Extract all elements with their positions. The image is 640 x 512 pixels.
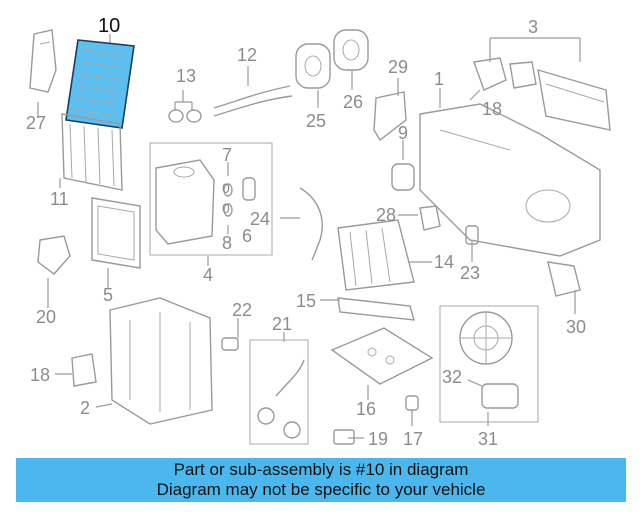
callout-28: 28 xyxy=(376,205,397,225)
info-banner: Part or sub-assembly is #10 in diagram D… xyxy=(16,458,626,502)
part-19 xyxy=(333,429,355,445)
callout-1: 1 xyxy=(434,69,445,89)
callout-31: 31 xyxy=(478,429,499,449)
callout-25: 25 xyxy=(306,111,327,131)
part-21-kit xyxy=(257,359,305,439)
part-23 xyxy=(465,225,479,245)
callout-17: 17 xyxy=(403,429,424,449)
part-6 xyxy=(242,177,256,201)
part-30-bracket xyxy=(547,261,581,297)
part-25-gasket xyxy=(295,43,331,89)
parts-diagram xyxy=(29,29,611,445)
part-31-blower xyxy=(459,311,513,365)
part-2-housing xyxy=(109,297,213,425)
part-28 xyxy=(419,205,441,231)
callout-20: 20 xyxy=(36,307,57,327)
callout-22: 22 xyxy=(232,300,253,320)
part-7-8-seals xyxy=(223,183,233,217)
part-13-orings xyxy=(168,109,202,123)
callout-15: 15 xyxy=(296,291,317,311)
part-24-hose xyxy=(299,187,323,261)
callout-18-right: 18 xyxy=(482,99,503,119)
banner-line-1: Part or sub-assembly is #10 in diagram xyxy=(173,460,469,479)
part-16-tray xyxy=(330,327,434,385)
part-5 xyxy=(91,197,141,269)
callout-0-b: 0 xyxy=(222,200,230,216)
callout-32: 32 xyxy=(442,367,463,387)
callout-24: 24 xyxy=(250,209,271,229)
part-1-main-housing xyxy=(419,103,601,257)
callout-21: 21 xyxy=(272,314,293,334)
callout-9: 9 xyxy=(398,123,409,143)
callout-29: 29 xyxy=(388,57,409,77)
callout-6: 6 xyxy=(242,226,253,246)
part-18-left xyxy=(71,353,97,387)
callout-5: 5 xyxy=(103,285,114,305)
part-32-resistor xyxy=(481,383,519,409)
callout-0-a: 0 xyxy=(222,180,230,196)
callout-14: 14 xyxy=(434,252,455,272)
callout-2: 2 xyxy=(80,398,91,418)
part-17 xyxy=(405,395,419,411)
part-11-heater-core xyxy=(61,113,123,191)
part-27 xyxy=(29,29,57,93)
part-9-actuator xyxy=(391,163,415,191)
callout-13: 13 xyxy=(176,66,197,86)
part-14-filter xyxy=(337,219,415,291)
part-22 xyxy=(221,337,239,351)
part-20 xyxy=(37,235,71,275)
part-26-gasket xyxy=(333,29,369,71)
callout-3: 3 xyxy=(528,17,539,37)
callout-16: 16 xyxy=(356,399,377,419)
callout-8: 8 xyxy=(222,233,233,253)
callout-12: 12 xyxy=(237,45,258,65)
callout-7: 7 xyxy=(222,145,233,165)
callout-23: 23 xyxy=(460,263,481,283)
part-18-right xyxy=(509,61,537,89)
callout-4: 4 xyxy=(203,265,214,285)
part-4 xyxy=(155,159,215,245)
part-12-pipes xyxy=(213,85,293,117)
callout-26: 26 xyxy=(343,92,364,112)
leader-lines xyxy=(37,34,581,445)
callout-27: 27 xyxy=(26,113,47,133)
banner-line-2: Diagram may not be specific to your vehi… xyxy=(156,480,486,499)
part-10-cabin-filter xyxy=(65,39,135,129)
part-15-strip xyxy=(337,297,415,321)
part-3-assembly xyxy=(473,57,611,131)
callout-10: 10 xyxy=(98,15,121,37)
callout-19: 19 xyxy=(368,429,389,449)
callout-11: 11 xyxy=(50,189,69,209)
callout-30: 30 xyxy=(566,317,587,337)
part-29-bracket xyxy=(373,91,407,142)
callout-18-left: 18 xyxy=(30,365,51,385)
